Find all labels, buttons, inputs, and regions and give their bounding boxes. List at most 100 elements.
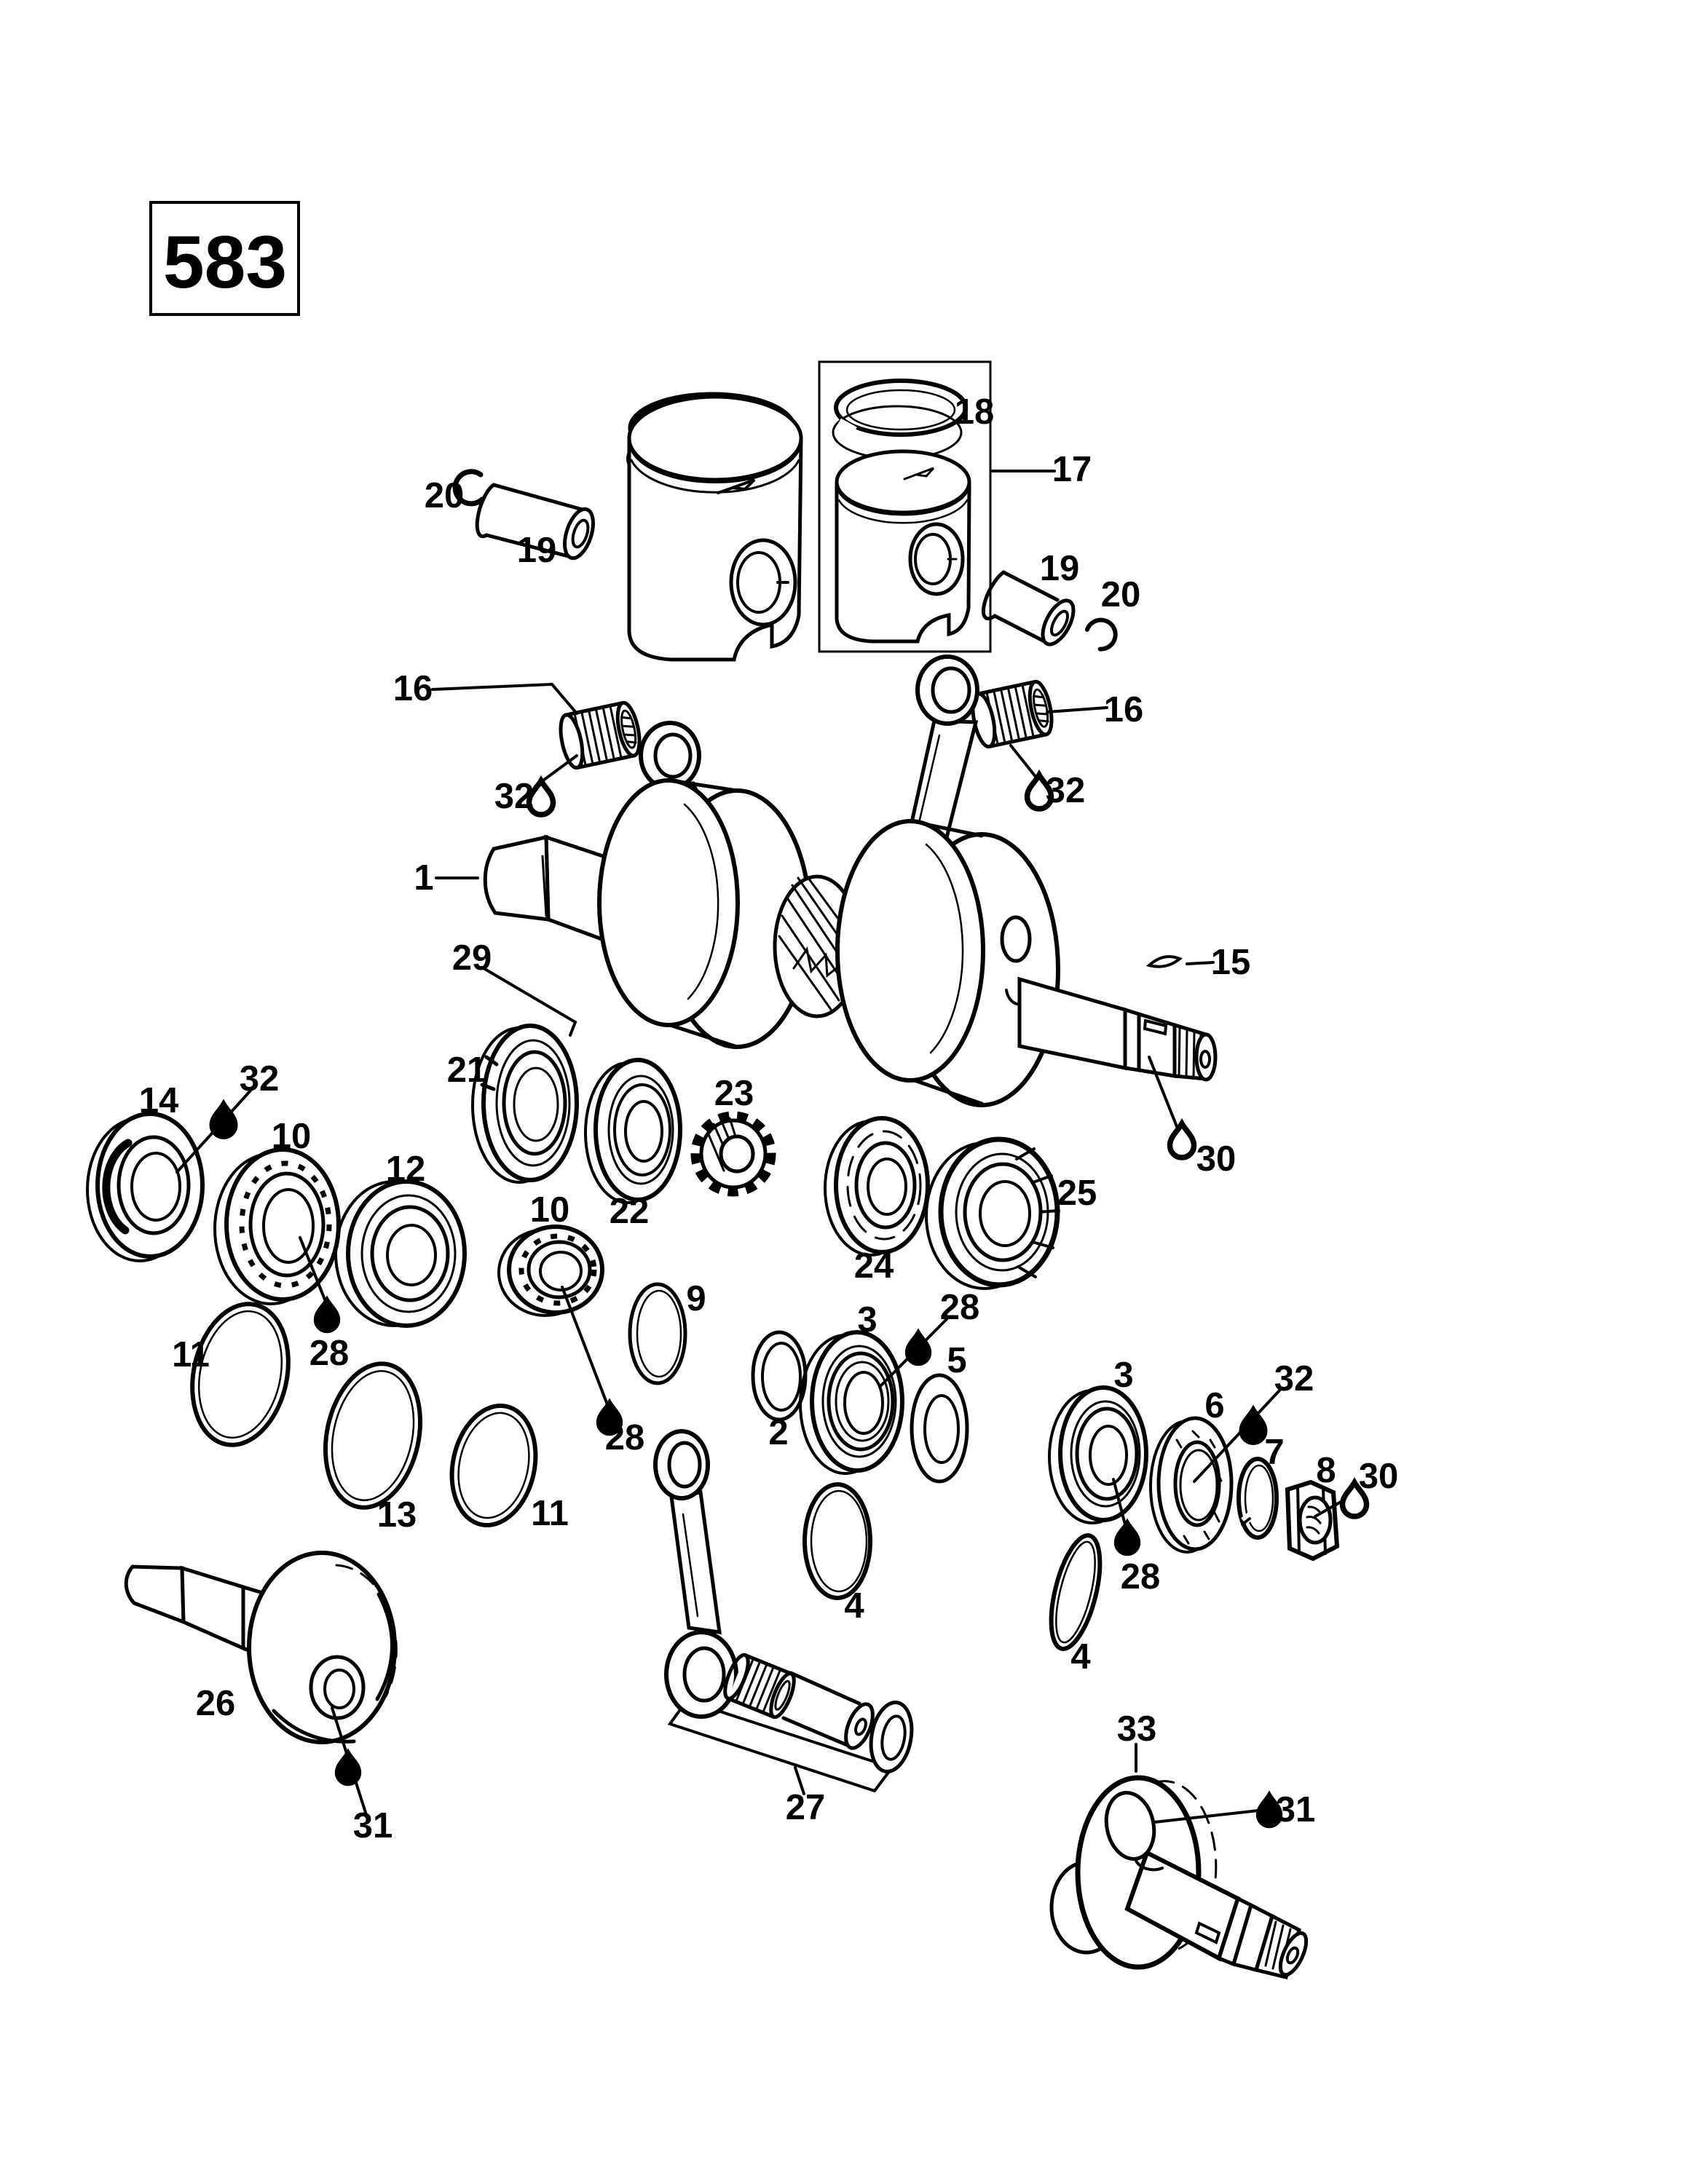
lock-washer-part	[1237, 1457, 1279, 1540]
callout-10-center: 10	[530, 1190, 570, 1230]
callout-9: 9	[686, 1279, 706, 1318]
o-ring-balance-2-part	[1049, 1533, 1103, 1651]
engine-code-label: 583	[163, 221, 287, 304]
callout-30-nut: 30	[1359, 1457, 1399, 1496]
callout-11-b: 11	[531, 1494, 569, 1533]
bearing-balance-1-part	[799, 1330, 904, 1475]
washer-center-part	[584, 1058, 682, 1204]
callout-28-a: 28	[309, 1334, 350, 1373]
oil-drop-icon	[1242, 1409, 1266, 1444]
callout-32-seal: 32	[240, 1059, 280, 1099]
washer-thrust-part	[751, 1330, 808, 1422]
callout-18: 18	[955, 392, 995, 432]
callout-16-right: 16	[1104, 690, 1144, 729]
piston-right	[835, 449, 971, 644]
callout-21: 21	[447, 1051, 487, 1090]
piston-pin-right-part	[981, 570, 1076, 646]
piston-rings-right-part	[832, 379, 968, 460]
callout-30-shaft: 30	[1196, 1139, 1237, 1179]
callout-5: 5	[947, 1341, 966, 1380]
callout-24: 24	[854, 1246, 894, 1286]
bearing-ring-part	[334, 1179, 467, 1328]
callout-32-flange: 32	[1274, 1359, 1314, 1398]
callout-32-left: 32	[494, 777, 535, 816]
callout-25: 25	[1057, 1174, 1097, 1213]
callout-4-a: 4	[844, 1586, 864, 1626]
bearing-pto-part	[925, 1136, 1060, 1290]
callout-3-a: 3	[857, 1300, 877, 1340]
woodruff-key-part	[1145, 955, 1183, 968]
keyway-slot	[1194, 1921, 1221, 1944]
callout-13: 13	[377, 1495, 417, 1535]
bearing-balance-2-part	[1048, 1385, 1148, 1524]
oil-drop-icon	[316, 1299, 339, 1331]
crown-arrow-icon	[903, 467, 935, 480]
seal-sleeve-part	[471, 1024, 579, 1184]
callout-23: 23	[714, 1074, 754, 1113]
callout-20-right: 20	[1101, 575, 1141, 614]
piston-left	[627, 395, 803, 662]
needle-bearing-right-part	[971, 679, 1054, 749]
labyrinth-seal-part	[824, 1116, 930, 1257]
oil-drop-icon	[337, 1752, 360, 1784]
callout-12: 12	[386, 1150, 426, 1189]
balance-shaft-mag-part	[124, 1551, 398, 1744]
needle-bearing-left-part	[559, 700, 642, 770]
callout-15: 15	[1211, 943, 1251, 982]
crown-arrow-icon	[717, 478, 756, 494]
callout-6: 6	[1204, 1386, 1224, 1425]
callout-10-mag: 10	[272, 1117, 312, 1156]
callout-17: 17	[1052, 450, 1092, 489]
callout-33: 33	[1117, 1709, 1157, 1749]
callout-19-left: 19	[517, 531, 557, 570]
circlip-right-part	[1084, 617, 1118, 652]
callout-7: 7	[1264, 1433, 1284, 1472]
callout-2: 2	[768, 1413, 788, 1452]
callout-28-d: 28	[1121, 1557, 1161, 1597]
callout-4-b: 4	[1070, 1637, 1090, 1677]
callout-labels: 20 19 16 32 1 29 18 17 19 20 16 32 15 30…	[139, 392, 1399, 1845]
connecting-rod-kit-part	[653, 1429, 914, 1792]
piston-pin-left-part	[475, 483, 595, 561]
oil-drop-icon	[907, 1332, 930, 1364]
o-ring-3-part	[449, 1403, 538, 1528]
callout-19-right: 19	[1040, 549, 1080, 588]
o-ring-small-part	[628, 1282, 687, 1385]
bearing-mag-part	[213, 1147, 341, 1305]
o-ring-1-part	[190, 1302, 291, 1447]
keyway-slot	[1143, 1018, 1168, 1036]
oil-drop-icon	[212, 1104, 236, 1138]
callout-11-a: 11	[172, 1335, 210, 1374]
callout-3-b: 3	[1113, 1356, 1133, 1395]
callout-8: 8	[1316, 1451, 1336, 1490]
oil-drop-icon	[1170, 1124, 1194, 1158]
crankshaft-part	[483, 778, 1218, 1107]
callout-27: 27	[786, 1788, 826, 1827]
callout-28-b: 28	[605, 1418, 645, 1457]
callout-22: 22	[610, 1192, 650, 1231]
callout-20-left: 20	[425, 476, 465, 515]
balance-shaft-pto-part	[1049, 1775, 1309, 1980]
nut-part	[1285, 1479, 1340, 1562]
callout-29: 29	[452, 938, 492, 978]
callout-1: 1	[414, 858, 433, 898]
oil-drop-icon	[1116, 1522, 1139, 1554]
oil-seal-mag-part	[86, 1112, 205, 1262]
callout-28-c: 28	[940, 1288, 980, 1327]
callout-31-b: 31	[1276, 1790, 1316, 1829]
o-ring-balance-1-part	[802, 1482, 872, 1600]
callout-16-left: 16	[393, 669, 433, 708]
callout-31-a: 31	[353, 1806, 393, 1845]
bearing-center-part	[497, 1224, 604, 1317]
circlip-left-part	[452, 469, 485, 507]
callout-14: 14	[139, 1081, 179, 1120]
piston-assembly-box	[818, 360, 992, 653]
engine-code-box: 583	[149, 201, 300, 316]
callout-32-right: 32	[1046, 771, 1086, 810]
o-ring-2-part	[323, 1361, 423, 1510]
callout-26: 26	[196, 1684, 236, 1723]
flange-washer-part	[1149, 1416, 1234, 1554]
oil-pump-gear-part	[690, 1111, 776, 1197]
